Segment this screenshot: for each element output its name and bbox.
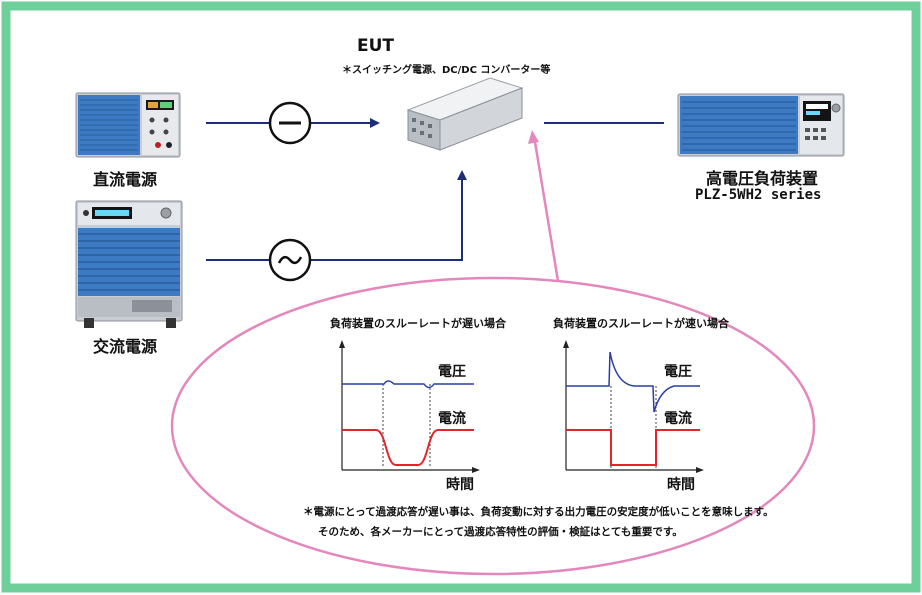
ac-tilde-symbol	[268, 238, 312, 282]
eut-title: EUT	[357, 36, 395, 56]
graph-fast-axes	[565, 344, 700, 471]
graph-fast	[563, 340, 704, 473]
footnote-line-1: ＊電源にとって過渡応答が遅い事は、負荷変動に対する出力電圧の安定度が低いことを意…	[303, 506, 774, 518]
graph-fast-voltage-trace	[566, 351, 700, 413]
ac-power-supply-image	[75, 200, 183, 328]
dc-minus-symbol	[268, 101, 312, 145]
graph-slow-current-trace	[342, 429, 474, 466]
graph-slow-voltage-trace	[342, 380, 474, 389]
eut-note: ＊スイッチング電源、DC/DC コンバーター等	[342, 65, 551, 76]
dc-source-label: 直流電源	[93, 170, 158, 189]
callout-ellipse	[170, 276, 816, 576]
graph-slow-voltage-label: 電圧	[438, 364, 466, 380]
ac-arrow-head	[457, 170, 467, 180]
callout-pointer	[528, 130, 560, 282]
graph-fast-current-trace	[566, 429, 700, 466]
dc-arrow-head	[370, 118, 380, 128]
graph-slow	[339, 340, 480, 473]
ac-wire-right	[310, 178, 463, 261]
graph-slow-axes	[341, 344, 476, 471]
graph-slow-title: 負荷装置のスルーレートが遅い場合	[330, 317, 506, 330]
graph-fast-current-label: 電流	[664, 411, 692, 427]
wiring	[206, 122, 664, 261]
electronic-load-image	[677, 93, 845, 157]
graph-slow-current-label: 電流	[438, 411, 466, 427]
dc-power-supply-image	[75, 92, 181, 158]
load-label: 高電圧負荷装置	[706, 169, 819, 188]
graph-fast-voltage-label: 電圧	[664, 364, 692, 380]
load-model: PLZ-5WH2 series	[695, 187, 822, 203]
graph-slow-x-label: 時間	[446, 477, 474, 493]
eut-module-image	[406, 77, 524, 151]
graph-fast-title: 負荷装置のスルーレートが速い場合	[553, 317, 729, 330]
ac-source-label: 交流電源	[93, 337, 158, 356]
footnote-line-2: そのため、各メーカーにとって過渡応答特性の評価・検証はとても重要です。	[318, 526, 683, 538]
graph-fast-x-label: 時間	[667, 477, 695, 493]
